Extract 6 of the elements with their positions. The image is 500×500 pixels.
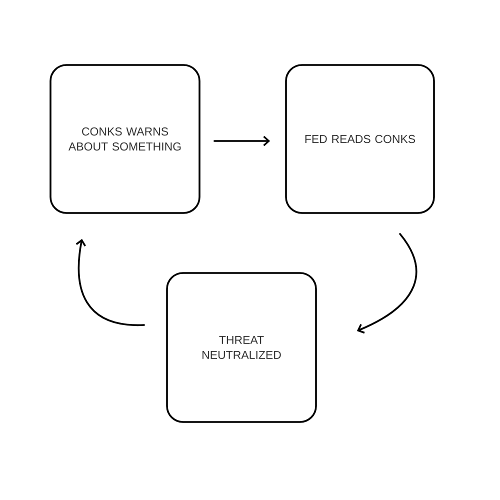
curved-arrow	[76, 238, 145, 326]
step-box: THREAT NEUTRALIZED	[166, 272, 317, 423]
arrow	[214, 136, 270, 146]
step-box: CONKS WARNS ABOUT SOMETHING	[50, 64, 200, 214]
curved-arrow	[356, 233, 418, 334]
step-box: FED READS CONKS	[285, 64, 435, 214]
